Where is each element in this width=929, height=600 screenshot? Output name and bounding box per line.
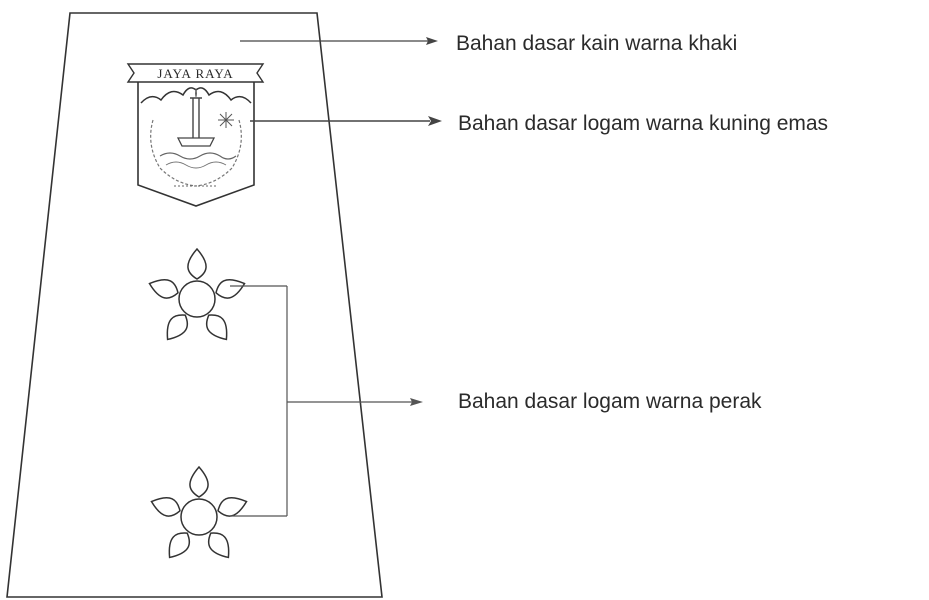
epaulette-outline xyxy=(6,12,383,598)
label-fabric-khaki: Bahan dasar kain warna khaki xyxy=(456,32,737,55)
silver-star-top xyxy=(145,247,249,346)
leader-bracket-silver-metal xyxy=(230,285,412,517)
label-gold-metal: Bahan dasar logam warna kuning emas xyxy=(458,112,828,135)
leader-arrow-silver-head xyxy=(410,398,423,406)
emblem-banner-text: JAYA RAYA xyxy=(157,66,233,81)
jaya-raya-emblem: JAYA RAYA xyxy=(126,63,265,207)
silver-star-bottom xyxy=(150,465,248,559)
label-silver-metal: Bahan dasar logam warna perak xyxy=(458,390,762,413)
leader-arrow-gold-metal xyxy=(250,116,442,126)
leader-arrow-fabric xyxy=(240,37,438,45)
